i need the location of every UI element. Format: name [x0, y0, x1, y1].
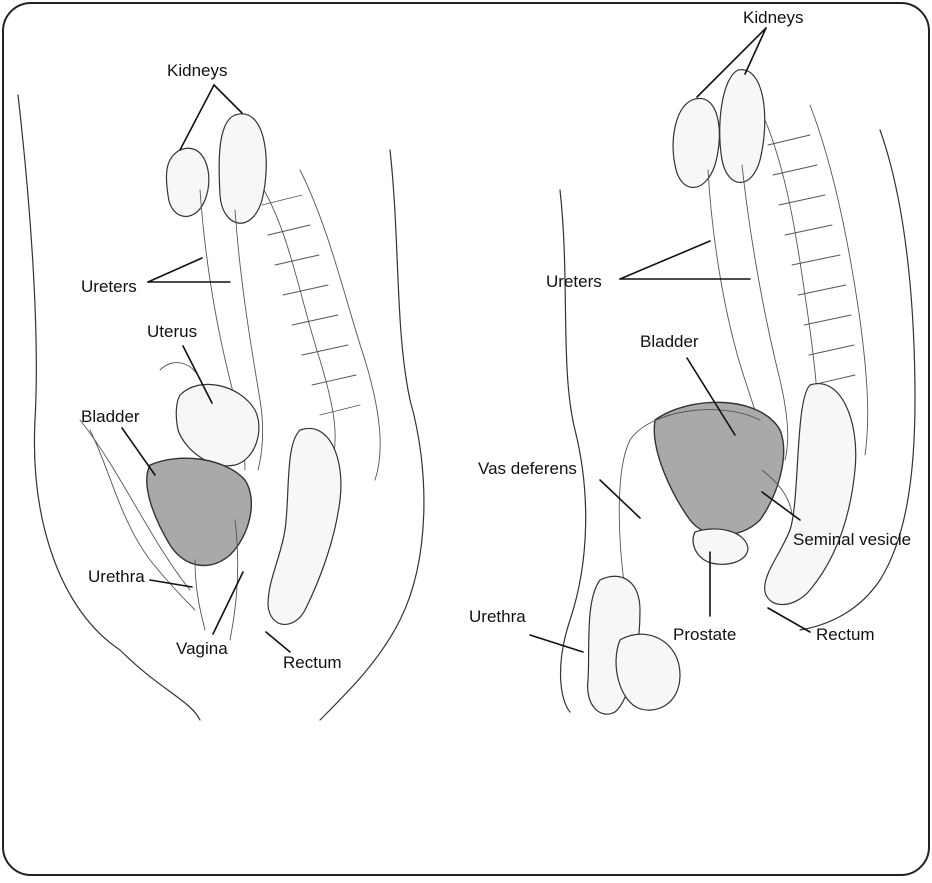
female-label-kidneys: Kidneys — [167, 61, 227, 80]
diagram-frame — [3, 3, 929, 875]
female-label-bladder: Bladder — [81, 407, 140, 426]
male-label-prostate: Prostate — [673, 625, 736, 644]
male-label-vas-deferens: Vas deferens — [478, 459, 577, 478]
male-label-kidneys: Kidneys — [743, 8, 803, 27]
female-label-uterus: Uterus — [147, 322, 197, 341]
male-label-bladder: Bladder — [640, 332, 699, 351]
female-kidney-right — [219, 114, 266, 223]
male-label-ureters: Ureters — [546, 272, 602, 291]
female-label-vagina: Vagina — [176, 639, 228, 658]
male-label-rectum: Rectum — [816, 625, 875, 644]
female-label-rectum: Rectum — [283, 653, 342, 672]
female-kidney-left — [166, 148, 208, 216]
male-label-seminal-vesicle: Seminal vesicle — [793, 530, 911, 549]
male-label-urethra: Urethra — [469, 607, 526, 626]
female-label-ureters: Ureters — [81, 277, 137, 296]
female-label-urethra: Urethra — [88, 567, 145, 586]
